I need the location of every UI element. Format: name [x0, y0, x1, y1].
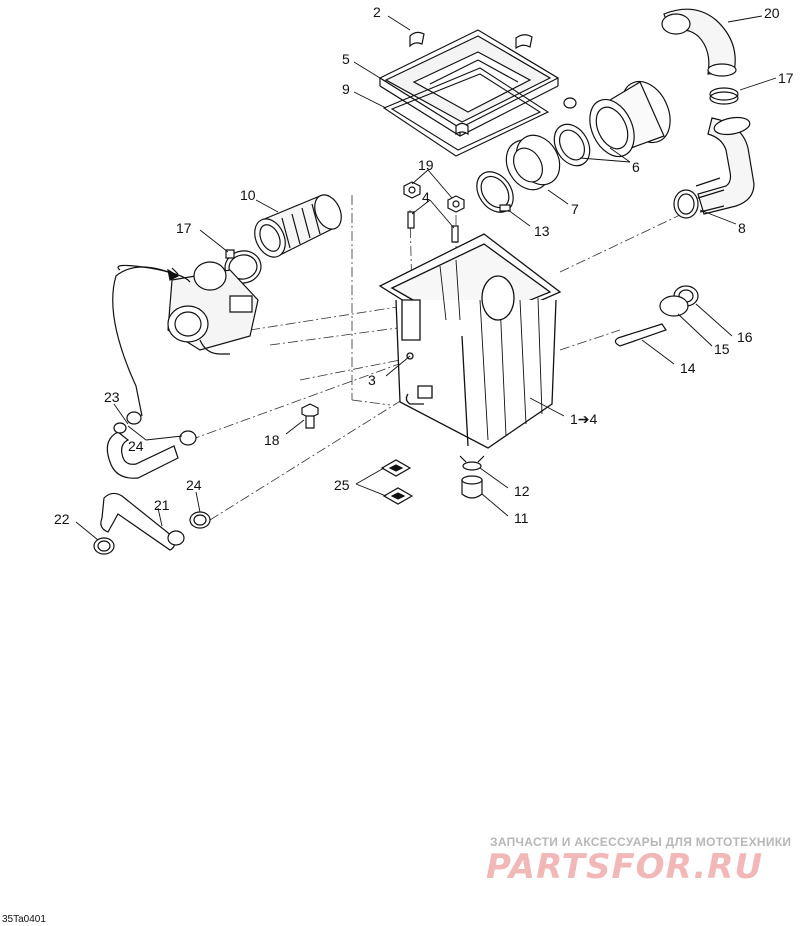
callout-19: 19: [418, 157, 434, 173]
callout-12: 12: [514, 483, 530, 499]
callout-9: 9: [342, 81, 350, 97]
callout-4: 4: [422, 189, 430, 205]
callout-8: 8: [738, 220, 746, 236]
callout-1-4: 1➔4: [570, 411, 598, 427]
callout-24: 24: [128, 438, 144, 454]
carburetor: [118, 262, 258, 354]
callout-18: 18: [264, 432, 280, 448]
callout-21: 21: [154, 497, 170, 513]
callout-22: 22: [54, 511, 70, 527]
callout-16: 16: [737, 329, 753, 345]
callout-13: 13: [534, 223, 550, 239]
drain-plug: [460, 456, 484, 498]
drawing-reference-code: 35Ta0401: [2, 914, 46, 925]
callout-7: 7: [571, 201, 579, 217]
callout-3: 3: [368, 372, 376, 388]
callout-14: 14: [680, 360, 696, 376]
intake-sleeves: [469, 74, 679, 219]
callout-20: 20: [764, 5, 780, 21]
callout-10: 10: [240, 187, 256, 203]
callout-5: 5: [342, 51, 350, 67]
callout-labels: 2 5 9 20 17 19 4 6 10 7 13 8 17 3 16 15 …: [54, 4, 794, 527]
callout-6: 6: [632, 159, 640, 175]
callout-15: 15: [714, 341, 730, 357]
callout-11: 11: [514, 510, 529, 526]
vent-hose-curve: [112, 266, 180, 417]
leader-lines: [75, 15, 777, 541]
foam-pads: [382, 460, 412, 504]
watermark-brand: PARTSFOR.RU: [486, 847, 763, 887]
callout-17: 17: [176, 220, 192, 236]
lid-clips: [410, 32, 532, 134]
callout-23: 23: [104, 389, 120, 405]
callout-17: 17: [778, 70, 794, 86]
callout-2: 2: [373, 4, 381, 20]
access-plugs: [615, 286, 698, 346]
lid-fasteners: [404, 182, 464, 242]
watermark: ЗАПЧАСТИ И АКСЕССУАРЫ ДЛЯ МОТОТЕХНИКИ PA…: [486, 835, 791, 887]
filter-seal: [384, 68, 548, 156]
intake-duct: [662, 9, 754, 218]
carb-boot: [222, 191, 346, 286]
callout-24: 24: [186, 477, 202, 493]
airbox-body: [380, 234, 560, 448]
watermark-tagline: ЗАПЧАСТИ И АКСЕССУАРЫ ДЛЯ МОТОТЕХНИКИ: [490, 835, 791, 849]
callout-25: 25: [334, 477, 350, 493]
drain-hoses: [94, 412, 210, 554]
bolt: [302, 404, 318, 428]
